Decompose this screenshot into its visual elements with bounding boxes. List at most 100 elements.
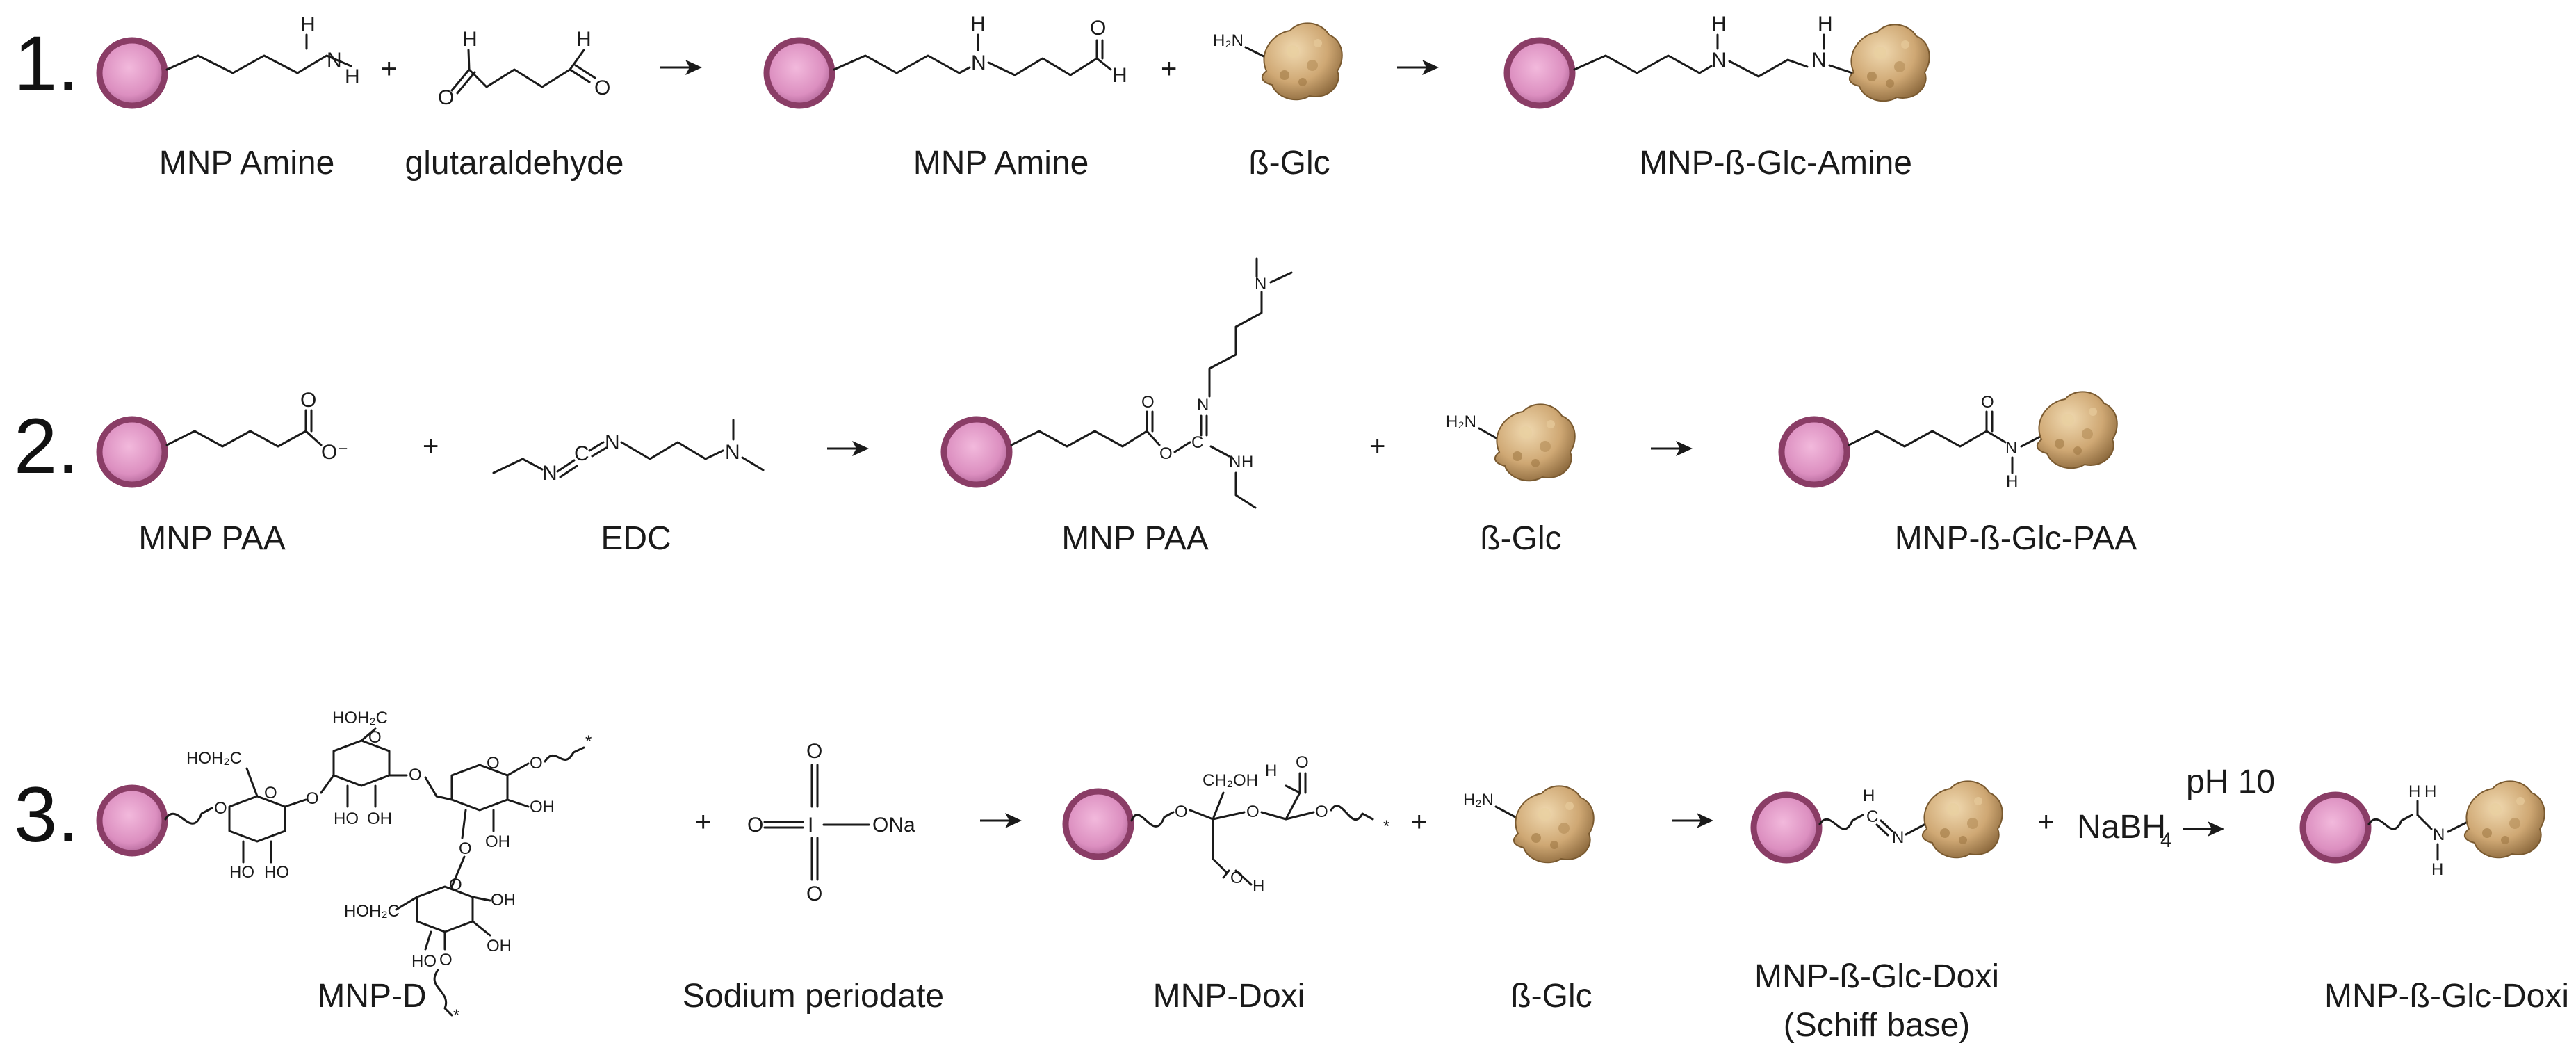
condition-ph: pH 10 (2186, 764, 2275, 800)
reaction-arrow-icon (1396, 58, 1440, 76)
label-beta-glc: ß-Glc (1510, 978, 1592, 1015)
mnp-glc-amine-structure: H N H N (1507, 13, 1930, 106)
svg-text:O: O (594, 76, 610, 99)
svg-text:O: O (747, 814, 763, 837)
svg-text:OH: OH (491, 891, 516, 910)
svg-text:H: H (576, 28, 592, 51)
label-glutaraldehyde: glutaraldehyde (405, 145, 624, 181)
plus-sign: + (381, 54, 397, 84)
enzyme-icon (1921, 780, 2003, 859)
svg-text:H: H (1112, 64, 1127, 87)
svg-text:N: N (2005, 439, 2017, 458)
reaction-arrow-icon (1649, 439, 1694, 458)
label-edc: EDC (601, 520, 671, 557)
label-mnp-glc-doxi-schiff: MNP-ß-Glc-Doxi (1754, 958, 1999, 995)
svg-text:H: H (2408, 782, 2420, 801)
label-mnp-glc-doxi: MNP-ß-Glc-Doxi (2324, 978, 2569, 1015)
label-sodium-periodate: Sodium periodate (683, 978, 944, 1015)
svg-text:O: O (264, 784, 277, 802)
svg-text:O: O (459, 839, 472, 858)
svg-text:N: N (1255, 275, 1266, 293)
nanoparticle-icon (767, 40, 832, 106)
row-number: 2. (14, 403, 79, 490)
mnp-glc-doxi-amine-structure: H H N H (2303, 780, 2545, 879)
svg-text:C: C (574, 442, 589, 465)
reaction-arrow-icon (2181, 820, 2226, 838)
svg-text:H₂N: H₂N (1213, 31, 1244, 50)
plus-sign: + (1411, 807, 1427, 837)
glutaraldehyde-structure: H O H O (438, 28, 610, 109)
svg-text:HO: HO (334, 809, 359, 828)
label-mnp-doxi: MNP-Doxi (1153, 978, 1305, 1015)
svg-text:O: O (438, 86, 454, 109)
enzyme-icon (1261, 22, 1343, 101)
nanoparticle-icon (2303, 795, 2368, 860)
mnp-amine-aldehyde-structure: H N O H (767, 13, 1127, 106)
svg-text:O: O (368, 728, 382, 747)
svg-text:N: N (542, 462, 557, 485)
svg-text:O: O (806, 740, 822, 763)
row-number: 1. (14, 20, 79, 107)
plus-sign: + (423, 431, 439, 462)
svg-text:O: O (1159, 444, 1173, 463)
svg-text:N: N (1229, 453, 1241, 471)
svg-text:O: O (1090, 17, 1106, 40)
row-number: 3. (14, 771, 79, 858)
svg-text:HO: HO (229, 863, 254, 882)
beta-glc-structure: H₂N (1213, 22, 1343, 101)
svg-text:O: O (530, 754, 543, 773)
svg-text:O: O (487, 754, 500, 773)
mnp-dextran-structure: O O HOH₂C HO HO O O HOH₂C HO OH O (99, 709, 592, 1025)
svg-text:N: N (1892, 828, 1904, 847)
nanoparticle-icon (1782, 419, 1847, 485)
plus-sign: + (1369, 431, 1385, 462)
enzyme-icon (1848, 24, 1930, 102)
svg-text:H: H (1241, 453, 1253, 471)
label-mnp-d: MNP-D (317, 978, 426, 1015)
svg-text:O: O (409, 766, 422, 784)
nanoparticle-icon (1507, 40, 1572, 106)
svg-text:O: O (214, 799, 227, 818)
svg-text:H: H (1818, 13, 1833, 35)
svg-text:H: H (2424, 782, 2436, 801)
svg-text:OH: OH (485, 832, 510, 851)
enzyme-icon (2036, 391, 2118, 469)
label-mnp-paa: MNP PAA (138, 520, 286, 557)
svg-text:H: H (1711, 13, 1727, 35)
svg-text:ONa: ONa (872, 814, 915, 837)
svg-text:HOH₂C: HOH₂C (332, 709, 388, 727)
beta-glc-structure: H₂N (1446, 403, 1576, 482)
svg-text:O: O (1981, 393, 1994, 412)
label-beta-glc: ß-Glc (1248, 145, 1330, 181)
svg-text:H: H (2006, 472, 2018, 491)
svg-text:HO: HO (411, 952, 437, 971)
reaction-arrow-icon (826, 439, 870, 458)
svg-text:HOH₂C: HOH₂C (186, 749, 242, 768)
svg-text:H: H (2431, 860, 2443, 879)
svg-text:N: N (2433, 825, 2445, 844)
mnp-amine-structure: H N H (99, 13, 360, 106)
svg-text:N: N (1811, 49, 1827, 72)
svg-text:C: C (1191, 433, 1203, 452)
svg-text:H: H (462, 28, 478, 51)
sodium-periodate-structure: I O O O ONa (747, 740, 915, 905)
label-mnp-amine-intermediate: MNP Amine (913, 145, 1089, 181)
row-1: 1. H N H + H O H O (14, 13, 1930, 181)
svg-text:H: H (970, 13, 986, 35)
svg-text:*: * (1383, 817, 1389, 836)
svg-text:HOH₂C: HOH₂C (344, 902, 400, 921)
svg-text:H: H (1265, 761, 1277, 780)
nanoparticle-icon (99, 788, 165, 853)
svg-text:H: H (1863, 786, 1875, 805)
svg-text:O: O (1246, 802, 1260, 821)
svg-text:N: N (1711, 49, 1727, 72)
nanoparticle-icon (1066, 791, 1131, 857)
svg-text:N: N (725, 441, 740, 464)
reaction-arrow-icon (1670, 812, 1715, 830)
svg-text:*: * (453, 1006, 459, 1025)
plus-sign: + (695, 807, 711, 837)
svg-text:O: O (806, 882, 822, 905)
enzyme-icon (1494, 403, 1576, 482)
reagent-subscript: 4 (2160, 829, 2172, 852)
